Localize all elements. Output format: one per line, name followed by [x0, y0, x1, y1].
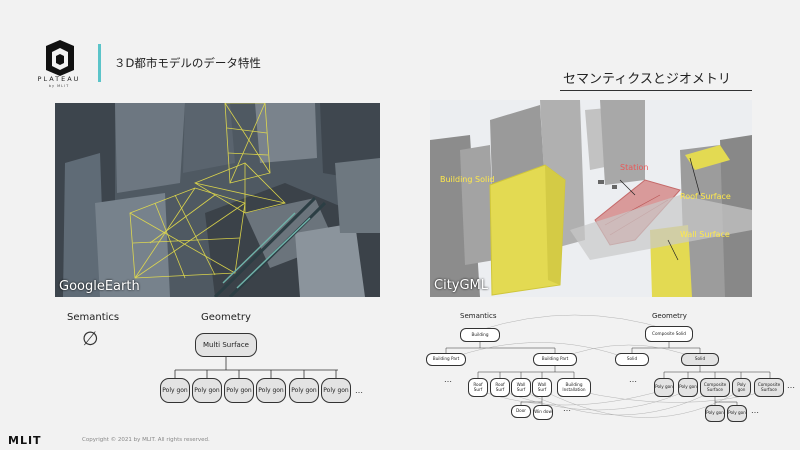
- solid-node: Solid: [615, 353, 649, 366]
- building-installation-node: Building Installation: [557, 378, 591, 397]
- polygon-node: Poly gon: [727, 405, 747, 422]
- polygon-node: Poly gon: [321, 378, 351, 403]
- section-title-underline: [560, 90, 752, 91]
- roof-surface-node: Roof Surf: [468, 378, 488, 397]
- citygml-label: CityGML: [434, 278, 489, 293]
- right-ellipsis: …: [444, 375, 453, 384]
- right-ellipsis: …: [751, 406, 760, 415]
- polygon-node: Poly gon: [192, 378, 222, 403]
- composite-surface-node: Composite Surface: [700, 378, 730, 397]
- logo-subtext: by MLIT: [48, 84, 70, 88]
- section-title: セマンティクスとジオメトリ: [563, 72, 731, 87]
- googleearth-image: GoogleEarth: [55, 103, 380, 297]
- building-node: Building: [460, 328, 500, 342]
- multi-surface-node: Multi Surface: [195, 333, 257, 357]
- right-semantics-label: Semantics: [460, 312, 497, 320]
- polygon-node: Poly gon: [289, 378, 319, 403]
- polygon-node: Poly gon: [160, 378, 190, 403]
- composite-solid-node: Composite Solid: [645, 326, 693, 342]
- wall-surface-node: Wall Surf: [511, 378, 531, 397]
- copyright-text: Copyright © 2021 by MLIT. All rights res…: [82, 437, 210, 443]
- right-geometry-label: Geometry: [652, 312, 687, 320]
- left-ellipsis: …: [355, 386, 364, 395]
- polygon-node: Poly gon: [224, 378, 254, 403]
- building-part-node: Building Part: [426, 353, 466, 366]
- googleearth-label: GoogleEarth: [59, 279, 140, 294]
- window-node: Win dow: [533, 405, 553, 420]
- right-ellipsis: …: [563, 404, 572, 413]
- mlit-logo: MLIT: [8, 434, 42, 447]
- door-node: Door: [511, 405, 531, 418]
- polygon-node: Poly gon: [732, 378, 751, 397]
- empty-set-symbol: ∅: [82, 328, 99, 350]
- slide-title: ３D都市モデルのデータ特性: [114, 56, 261, 70]
- right-ellipsis: …: [629, 375, 638, 384]
- logo-text: PLATEAU: [37, 75, 81, 83]
- polygon-node: Poly gon: [256, 378, 286, 403]
- building-solid-label: Building Solid: [440, 175, 495, 184]
- left-semantics-label: Semantics: [67, 312, 120, 323]
- wall-surface-label: Wall Surface: [680, 230, 730, 239]
- right-ellipsis: …: [787, 381, 796, 390]
- roof-surface-node: Roof Surf: [490, 378, 510, 397]
- station-label: Station: [620, 163, 649, 172]
- solid-node: Solid: [681, 353, 719, 366]
- title-accent-bar: [98, 44, 101, 82]
- polygon-node: Poly gon: [705, 405, 725, 422]
- polygon-node: Poly gon: [678, 378, 698, 397]
- citygml-image: Building Solid Station Roof Surface Wall…: [430, 100, 752, 297]
- wall-surface-node: Wall Surf: [532, 378, 552, 397]
- composite-surface-node: Composite Surface: [754, 378, 784, 397]
- polygon-node: Poly gon: [654, 378, 674, 397]
- roof-surface-label: Roof Surface: [680, 192, 731, 201]
- left-geometry-label: Geometry: [201, 312, 251, 323]
- building-part-node: Building Part: [533, 353, 577, 366]
- plateau-logo: [46, 40, 74, 76]
